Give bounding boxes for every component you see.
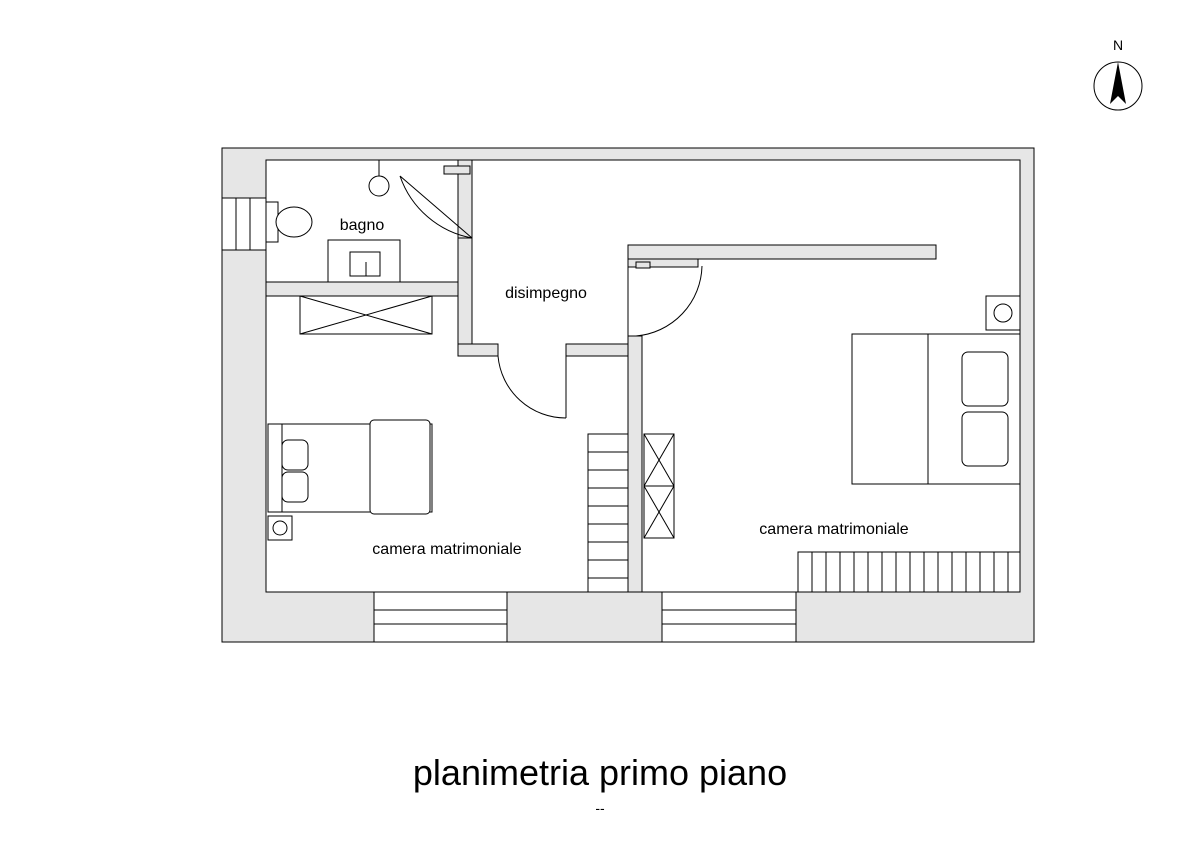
wall-bedroom-divider — [627, 335, 643, 593]
blanket-left — [369, 419, 431, 515]
plan-subtitle: -- — [595, 800, 605, 816]
windows — [221, 197, 797, 643]
door-bathroom — [399, 175, 473, 239]
doors — [399, 175, 703, 419]
shelving-left — [587, 433, 629, 593]
shelving-bottom — [797, 551, 1021, 593]
blanket-right — [851, 333, 929, 485]
pillow-left-1 — [281, 439, 309, 471]
bathroom-fixtures — [265, 160, 401, 283]
wall-top-stub — [443, 165, 471, 175]
door-left-bedroom — [497, 355, 567, 419]
window-left-bedroom — [373, 591, 508, 643]
wall-partition-stub-2 — [635, 261, 651, 269]
room-label-bathroom: bagno — [340, 217, 385, 234]
wall-hall-bottom-left — [457, 343, 499, 357]
pillow-right-2 — [961, 411, 1009, 467]
compass: N — [1093, 37, 1143, 111]
window-bathroom — [221, 197, 267, 251]
pillow-right-1 — [961, 351, 1009, 407]
wall-partition-stub — [627, 258, 699, 268]
right-bedroom-furniture — [643, 295, 1021, 593]
left-bedroom-furniture — [267, 295, 629, 593]
plan-title: planimetria primo piano — [412, 752, 788, 793]
toilet-bowl — [275, 206, 313, 238]
room-label-bedroom-left: camera matrimoniale — [372, 541, 521, 558]
door-right-bedroom — [627, 265, 703, 337]
room-label-hallway: disimpegno — [505, 285, 587, 302]
bidet-fixture — [368, 175, 390, 197]
room-label-bedroom-right: camera matrimoniale — [759, 521, 908, 538]
pillow-left-2 — [281, 471, 309, 503]
bed-left-headboard — [267, 423, 283, 513]
wall-bath-bottom — [265, 281, 459, 297]
wall-hall-left-lower — [457, 237, 473, 357]
window-right-bedroom — [661, 591, 797, 643]
wall-long-partition — [627, 244, 937, 260]
north-arrow-icon — [1110, 62, 1126, 104]
north-label: N — [1113, 37, 1123, 53]
wall-hall-bottom-right — [565, 343, 633, 357]
sink-basin — [349, 251, 381, 277]
